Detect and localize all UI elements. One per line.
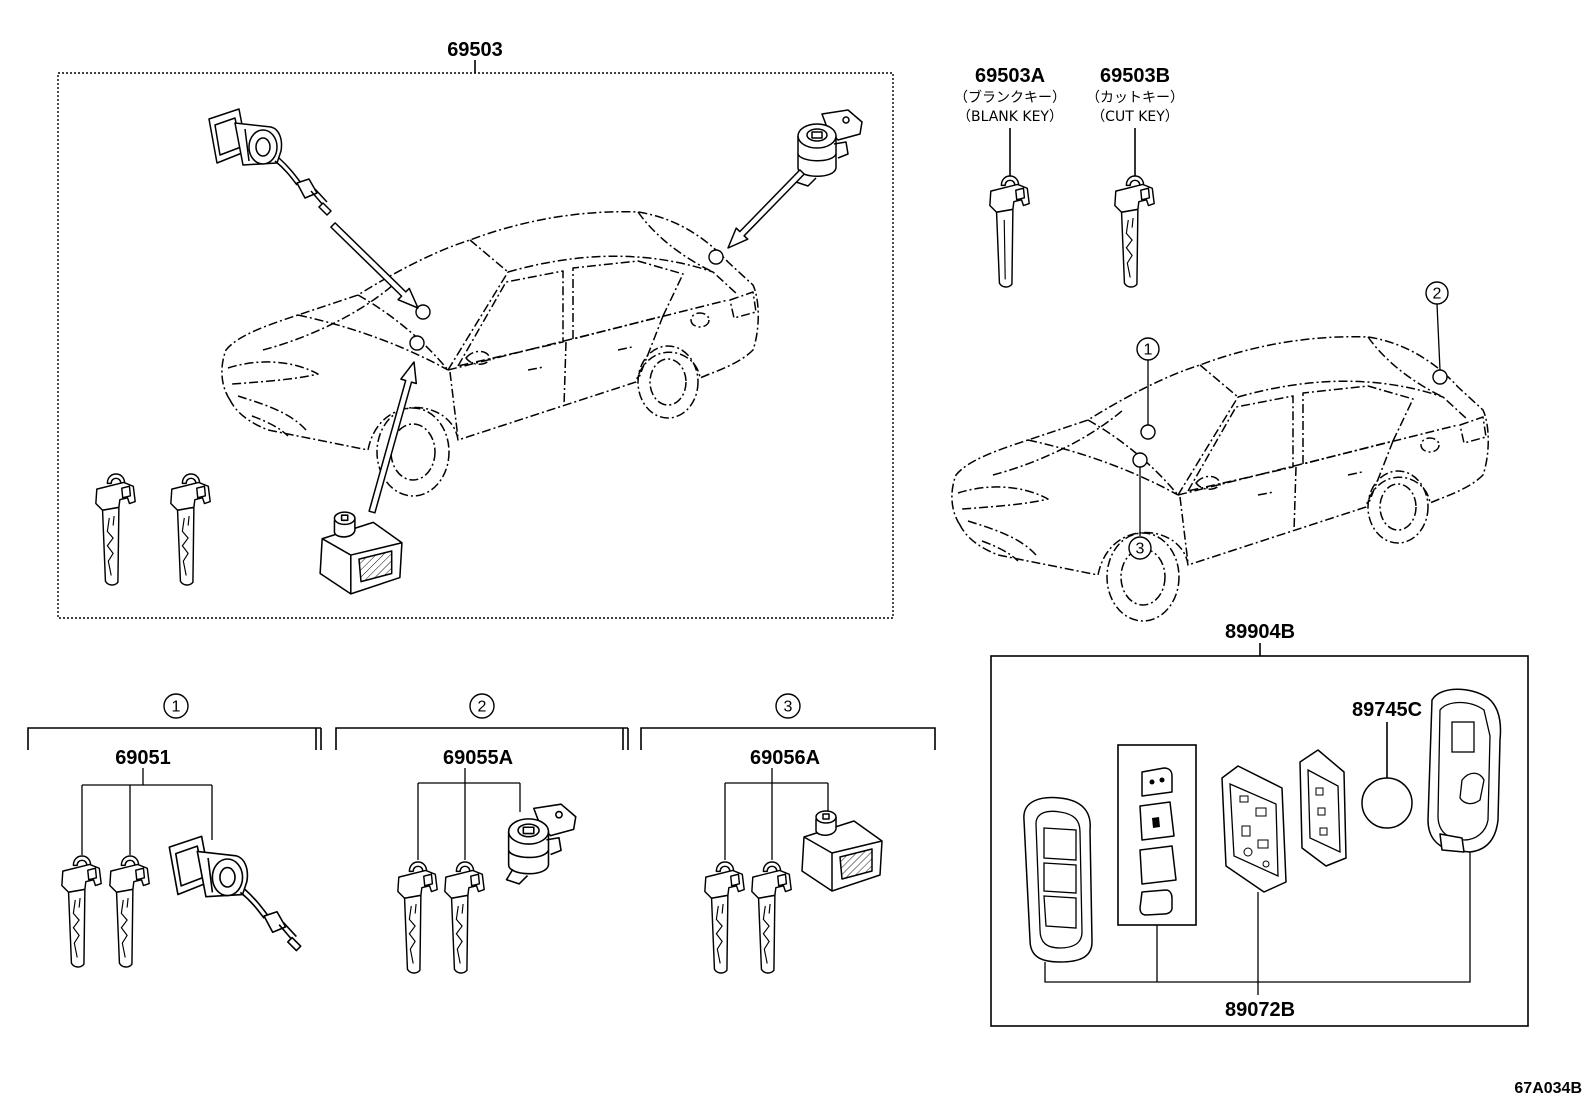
section-3-bracket <box>640 727 936 750</box>
location-marker-2 <box>1432 369 1448 385</box>
section-3-part-number[interactable]: 69056A <box>750 747 820 769</box>
luggage-lock-cylinder <box>795 109 863 187</box>
section-1-number: 1 <box>172 699 181 716</box>
section-1-part-number[interactable]: 69051 <box>115 747 171 769</box>
location-3-badge <box>1128 536 1152 560</box>
lock-unit <box>319 511 403 595</box>
key-left-1 <box>95 473 136 586</box>
section-1-tree <box>81 768 213 855</box>
assembly-part-number[interactable]: 69503 <box>447 39 503 61</box>
section-2: 2 69055A <box>335 693 629 974</box>
cut-key-label-en: （CUT KEY） <box>1091 109 1179 125</box>
location-marker-door <box>415 304 431 320</box>
section-1-key-1 <box>61 855 102 968</box>
smart-key-part-number[interactable]: 89904B <box>1225 621 1295 643</box>
pointer-arrows <box>330 169 805 514</box>
smart-key-group: 89904B <box>990 621 1529 1027</box>
location-2-number: 2 <box>1433 286 1442 303</box>
section-2-key-1 <box>397 861 438 974</box>
location-1-number: 1 <box>1144 342 1153 359</box>
section-3-key-2 <box>751 861 792 974</box>
cut-key-part-number[interactable]: 69503B <box>1100 65 1170 87</box>
section-3-tree <box>724 768 829 860</box>
case-leader-lines <box>1044 852 1471 995</box>
case-part-number[interactable]: 89072B <box>1225 999 1295 1021</box>
vehicle-phantom-left <box>221 210 759 497</box>
arrow-to-luggage <box>727 169 805 249</box>
key-fob-buttons <box>1117 744 1197 926</box>
arrow-to-door <box>330 222 419 309</box>
cut-key-callout: 69503B （カットキー） （CUT KEY） <box>1086 65 1184 288</box>
section-1: 1 69051 <box>27 693 322 968</box>
location-marker-ignition <box>409 335 425 351</box>
key-left-2 <box>170 473 211 586</box>
key-fob-front-case <box>1023 796 1093 963</box>
section-2-lock-cylinder <box>505 803 577 885</box>
section-1-badge <box>163 693 189 719</box>
section-3: 3 69056A <box>640 693 936 974</box>
key-fob-inner-frame <box>1299 749 1347 867</box>
blank-key-callout: 69503A （ブランクキー） （BLANK KEY） <box>954 65 1066 288</box>
cut-key <box>1114 175 1155 288</box>
location-2-badge <box>1425 281 1449 305</box>
battery-part-number[interactable]: 89745C <box>1352 699 1422 721</box>
section-3-key-1 <box>704 861 745 974</box>
section-3-lock-unit <box>801 810 883 892</box>
vehicle-phantom-right <box>951 335 1489 622</box>
illustration-code: 67A034B <box>1514 1080 1582 1097</box>
location-map: 1 2 3 <box>1128 281 1449 560</box>
key-fob-back-case <box>1427 688 1502 853</box>
location-marker-1 <box>1140 424 1156 440</box>
blank-key-label-en: （BLANK KEY） <box>957 109 1063 125</box>
section-1-bracket <box>27 727 322 750</box>
section-2-badge <box>469 693 495 719</box>
location-3-number: 3 <box>1136 541 1145 558</box>
blank-key-label-jp: （ブランクキー） <box>954 89 1066 106</box>
section-2-key-2 <box>444 861 485 974</box>
arrow-to-ignition <box>368 361 418 514</box>
section-2-part-number[interactable]: 69055A <box>443 747 513 769</box>
section-2-number: 2 <box>478 699 487 716</box>
cut-key-label-jp: （カットキー） <box>1086 90 1184 106</box>
location-marker-luggage <box>708 249 724 265</box>
blank-key <box>989 175 1030 288</box>
section-2-tree <box>417 768 521 860</box>
lock-locations-left <box>409 249 724 351</box>
key-fob-circuit-board <box>1221 765 1287 893</box>
section-3-number: 3 <box>784 699 793 716</box>
location-marker-3 <box>1132 452 1148 468</box>
section-1-key-2 <box>109 855 150 968</box>
location-1-badge <box>1136 337 1160 361</box>
assembly-callout: 69503 <box>447 39 503 73</box>
door-lock-cylinder <box>208 108 332 216</box>
section-2-bracket <box>335 727 629 750</box>
smart-key-boundary-box <box>990 655 1529 1027</box>
assembly-boundary-box <box>57 72 894 619</box>
section-3-badge <box>775 693 801 719</box>
battery <box>1361 777 1413 829</box>
location-2-leader <box>1436 303 1441 371</box>
blank-key-part-number[interactable]: 69503A <box>975 65 1045 87</box>
section-1-lock-cylinder <box>168 835 302 952</box>
